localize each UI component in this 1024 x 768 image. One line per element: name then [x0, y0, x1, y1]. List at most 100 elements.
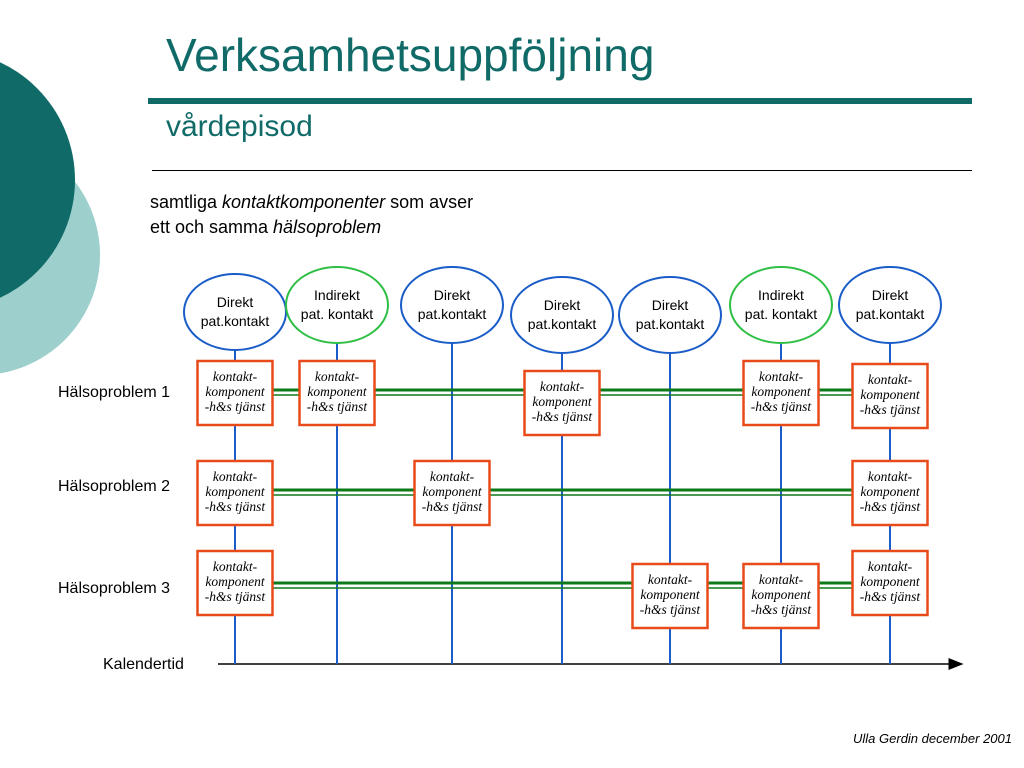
- component-text-line-3: -h&s tjänst: [860, 402, 922, 417]
- contact-ellipse: [729, 266, 833, 344]
- component-text-line-3: -h&s tjänst: [307, 399, 369, 414]
- component-border: [631, 562, 709, 630]
- contact-node-6-indirect: Indirekt pat. kontakt: [729, 266, 833, 344]
- contact-kind-label: pat.kontakt: [636, 316, 705, 332]
- intro-line-1: samtliga kontaktkomponenter som avser: [150, 190, 473, 215]
- component-box-problem3-contact1: kontakt-komponent-h&s tjänst: [196, 549, 274, 617]
- contact-node-4-direct: Direkt pat.kontakt: [510, 276, 614, 354]
- component-text-line-2: komponent: [860, 574, 920, 589]
- page-title: Verksamhetsuppföljning: [166, 29, 655, 81]
- intro-line2-em: hälsoproblem: [273, 217, 382, 237]
- component-text-line-2: komponent: [422, 484, 482, 499]
- problem-label-3: Hälsoproblem 3: [58, 580, 171, 597]
- component-text-line-1: kontakt-: [213, 469, 258, 484]
- contact-kind-label: pat.kontakt: [201, 313, 270, 329]
- contact-ellipse: [510, 276, 614, 354]
- intro-line1-em: kontaktkomponenter: [222, 192, 386, 212]
- component-text-line-2: komponent: [860, 484, 920, 499]
- component-box-problem2-contact3: kontakt-komponent-h&s tjänst: [413, 459, 491, 527]
- component-box-problem2-contact1: kontakt-komponent-h&s tjänst: [196, 459, 274, 527]
- component-box-problem1-contact6: kontakt-komponent-h&s tjänst: [742, 359, 820, 427]
- problem-label-1: Hälsoproblem 1: [58, 384, 171, 401]
- contact-kind-label: pat. kontakt: [745, 306, 817, 322]
- component-text-line-1: kontakt-: [759, 369, 804, 384]
- component-text-line-3: -h&s tjänst: [860, 499, 922, 514]
- component-text-line-1: kontakt-: [868, 559, 913, 574]
- component-border: [196, 549, 274, 617]
- component-border: [851, 362, 929, 430]
- component-text-line-1: kontakt-: [759, 572, 804, 587]
- component-border: [851, 459, 929, 527]
- component-text-line-2: komponent: [751, 587, 811, 602]
- component-text-line-2: komponent: [205, 484, 265, 499]
- intro-line-2: ett och samma hälsoproblem: [150, 215, 473, 240]
- contact-ellipse: [838, 266, 942, 344]
- component-text-line-3: -h&s tjänst: [205, 589, 267, 604]
- component-border: [742, 562, 820, 630]
- component-border: [298, 359, 376, 427]
- intro-line2-pre: ett och samma: [150, 217, 274, 237]
- component-text-line-3: -h&s tjänst: [205, 399, 267, 414]
- contact-type-label: Direkt: [872, 287, 909, 303]
- component-text-line-3: -h&s tjänst: [751, 399, 813, 414]
- component-border: [742, 359, 820, 427]
- dark-teal-circle: [0, 62, 75, 298]
- contact-ellipse: [183, 273, 287, 351]
- decorative-circles: [0, 62, 100, 374]
- footer-credit: Ulla Gerdin december 2001: [853, 731, 1012, 746]
- component-text-line-1: kontakt-: [648, 572, 693, 587]
- component-text-line-2: komponent: [532, 394, 592, 409]
- component-box-problem2-contact7: kontakt-komponent-h&s tjänst: [851, 459, 929, 527]
- component-box-problem3-contact5: kontakt-komponent-h&s tjänst: [631, 562, 709, 630]
- component-border: [851, 549, 929, 617]
- component-border: [196, 359, 274, 427]
- component-box-problem1-contact7: kontakt-komponent-h&s tjänst: [851, 362, 929, 430]
- component-text-line-3: -h&s tjänst: [205, 499, 267, 514]
- component-text-line-3: -h&s tjänst: [751, 602, 813, 617]
- contact-ellipse: [618, 276, 722, 354]
- title-underline: [148, 98, 972, 104]
- component-text-line-2: komponent: [640, 587, 700, 602]
- contact-node-1-direct: Direkt pat.kontakt: [183, 273, 287, 351]
- contact-type-label: Direkt: [652, 297, 689, 313]
- component-text-line-2: komponent: [751, 384, 811, 399]
- contact-type-label: Direkt: [217, 294, 254, 310]
- contact-ellipse: [400, 266, 504, 344]
- component-box-problem3-contact6: kontakt-komponent-h&s tjänst: [742, 562, 820, 630]
- contact-type-label: Direkt: [434, 287, 471, 303]
- page-subtitle: vårdepisod: [166, 110, 313, 143]
- component-border: [413, 459, 491, 527]
- component-text-line-1: kontakt-: [540, 379, 585, 394]
- component-text-line-3: -h&s tjänst: [532, 409, 594, 424]
- timeline-label: Kalendertid: [103, 656, 184, 673]
- component-text-line-2: komponent: [205, 574, 265, 589]
- component-box-problem1-contact1: kontakt-komponent-h&s tjänst: [196, 359, 274, 427]
- component-box-problem3-contact7: kontakt-komponent-h&s tjänst: [851, 549, 929, 617]
- contact-ellipse: [285, 266, 389, 344]
- component-box-problem1-contact4: kontakt-komponent-h&s tjänst: [523, 369, 601, 437]
- component-text-line-3: -h&s tjänst: [422, 499, 484, 514]
- intro-line1-post: som avser: [385, 192, 474, 212]
- component-text-line-1: kontakt-: [315, 369, 360, 384]
- contact-type-label: Direkt: [544, 297, 581, 313]
- component-text-line-1: kontakt-: [213, 369, 258, 384]
- component-border: [196, 459, 274, 527]
- component-box-problem1-contact2: kontakt-komponent-h&s tjänst: [298, 359, 376, 427]
- component-text-line-3: -h&s tjänst: [640, 602, 702, 617]
- component-text-line-1: kontakt-: [213, 559, 258, 574]
- component-text-line-3: -h&s tjänst: [860, 589, 922, 604]
- component-text-line-2: komponent: [307, 384, 367, 399]
- intro-line1-pre: samtliga: [150, 192, 223, 212]
- contact-type-label: Indirekt: [314, 287, 360, 303]
- subtitle-underline: [152, 170, 972, 171]
- component-text-line-1: kontakt-: [868, 372, 913, 387]
- intro-text: samtliga kontaktkomponenter som avser et…: [150, 190, 473, 240]
- contact-type-label: Indirekt: [758, 287, 804, 303]
- contact-kind-label: pat.kontakt: [418, 306, 487, 322]
- component-border: [523, 369, 601, 437]
- contact-kind-label: pat.kontakt: [528, 316, 597, 332]
- component-text-line-1: kontakt-: [430, 469, 475, 484]
